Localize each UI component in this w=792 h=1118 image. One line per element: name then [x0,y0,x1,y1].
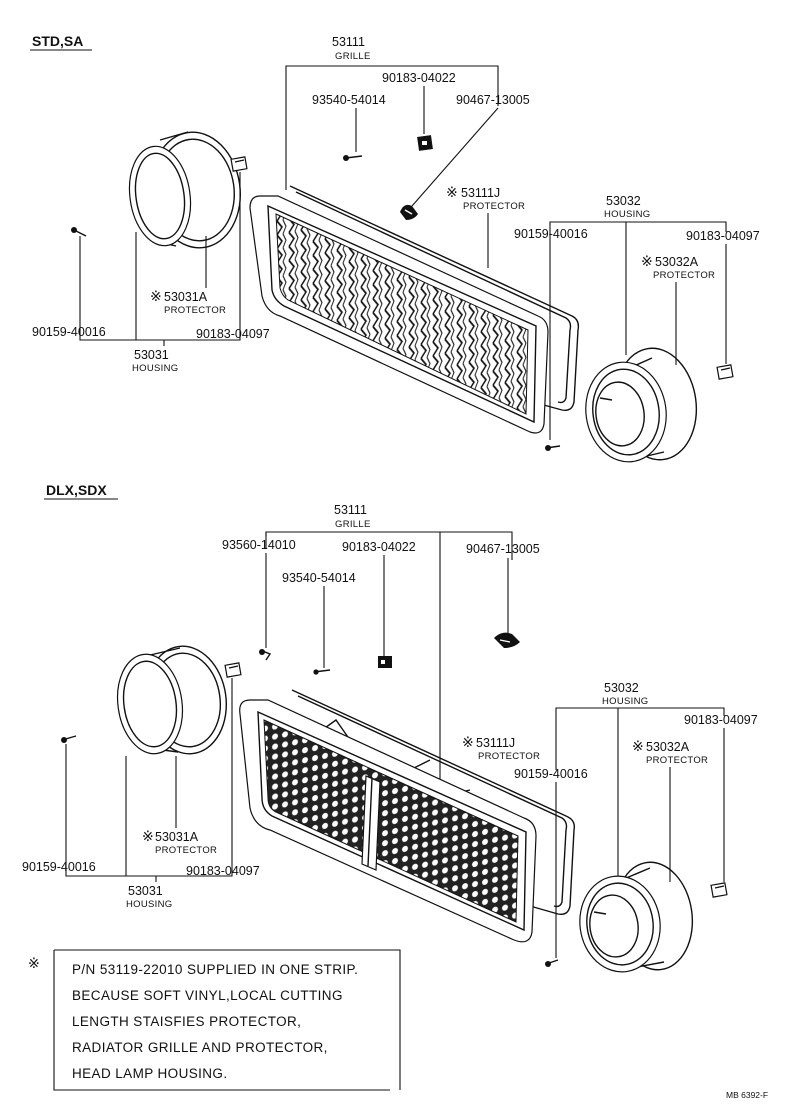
grille-part-name: GRILLE [335,51,371,62]
housing-r-pn: 53032 [604,681,639,695]
screw-a-icon [343,155,363,161]
clip-right-icon [716,364,734,380]
grille-protector-name: PROTECTOR [478,751,540,762]
callout-nut-a: 90467-13005 [456,93,530,107]
housing-l-name: HOUSING [132,363,178,374]
protector-l-name: PROTECTOR [155,845,217,856]
callout-screw-a: 93540-54014 [312,93,386,107]
clip-left-icon [230,156,248,172]
radiator-grille-dlx [239,689,576,943]
note-frame [53,950,390,1091]
housing-l-bracket [65,678,233,877]
grille-protector-pn: 53111J [476,736,515,750]
grille-part-number: 53111 [332,35,365,49]
callout-screw-a: 93540-54014 [282,571,356,585]
protector-r-pn: 53032A [655,255,699,269]
screw-b-icon [259,649,272,661]
screw-a-icon [313,669,331,675]
protector-l-pn: 53031A [164,290,208,304]
housing-r-bracket [549,221,727,262]
note-frame-top [54,949,401,1090]
protector-l-mark: ※ [150,288,162,304]
housing-l-pn: 53031 [128,884,163,898]
note-line-3: LENGTH STAISFIES PROTECTOR, [72,1014,301,1029]
housing-r-name: HOUSING [604,209,650,220]
nut-a-icon [494,632,520,648]
headlamp-housing-left [128,131,242,249]
callout-clip-l: 90183-04097 [196,327,270,341]
headlamp-housing-right [585,347,698,463]
grille-protector-mark: ※ [462,734,474,750]
housing-r-bracket [555,707,725,770]
protector-r-mark: ※ [641,253,653,269]
protector-r-name: PROTECTOR [646,755,708,766]
protector-l-name: PROTECTOR [164,305,226,316]
callout-screw-r: 90159-40016 [514,767,588,781]
callout-clip-a: 90183-04022 [342,540,416,554]
clip-left-icon [224,662,242,678]
protector-l-mark: ※ [142,828,154,844]
clip-a-icon [417,135,433,151]
protector-r-name: PROTECTOR [653,270,715,281]
clip-a-icon [378,656,392,668]
nut-a-icon [400,204,418,220]
section-dlx-sdx: DLX,SDX 53111 GRILLE 93560-14010 90183-0… [22,482,758,973]
note-line-4: RADIATOR GRILLE AND PROTECTOR, [72,1040,328,1055]
leader-nut-a [411,107,499,207]
callout-clip-r: 90183-04097 [684,713,758,727]
note-line-5: HEAD LAMP HOUSING. [72,1066,227,1081]
screw-right-icon [545,959,559,967]
housing-l-name: HOUSING [126,899,172,910]
headlamp-housing-left [116,645,228,755]
callout-screw-l: 90159-40016 [32,325,106,339]
headlamp-housing-right [579,861,694,973]
screw-left-icon [61,735,77,743]
grille-protector-name: PROTECTOR [463,201,525,212]
housing-r-pn: 53032 [606,194,641,208]
callout-clip-l: 90183-04097 [186,864,260,878]
protector-l-pn: 53031A [155,830,199,844]
grille-bracket [285,65,499,190]
screw-right-icon [545,445,561,451]
callout-screw-l: 90159-40016 [22,860,96,874]
callout-screw-r: 90159-40016 [514,227,588,241]
grille-protector-pn: 53111J [461,186,500,200]
callout-screw-b: 93560-14010 [222,538,296,552]
screw-left-icon [71,227,87,237]
protector-r-mark: ※ [632,738,644,754]
protector-r-pn: 53032A [646,740,690,754]
housing-r-name: HOUSING [602,696,648,707]
drawing-code: MB 6392-F [726,1090,768,1100]
housing-l-bracket [79,172,241,341]
housing-l-pn: 53031 [134,348,169,362]
section-title: STD,SA [32,33,83,49]
callout-clip-r: 90183-04097 [686,229,760,243]
note-box: ※ P/N 53119-22010 SUPPLIED IN ONE STRIP.… [28,949,401,1091]
grille-protector-mark: ※ [446,184,458,200]
callout-clip-a: 90183-04022 [382,71,456,85]
radiator-grille-std [249,185,580,434]
clip-right-icon [710,882,728,898]
grille-part-name: GRILLE [335,519,371,530]
note-mark: ※ [28,955,40,971]
section-title: DLX,SDX [46,482,107,498]
callout-nut-a: 90467-13005 [466,542,540,556]
grille-part-number: 53111 [334,503,367,517]
note-line-2: BECAUSE SOFT VINYL,LOCAL CUTTING [72,988,343,1003]
note-line-1: P/N 53119-22010 SUPPLIED IN ONE STRIP. [72,962,358,977]
section-std-sa: STD,SA 53111 GRILLE 90183-04022 93540-54… [30,33,760,463]
